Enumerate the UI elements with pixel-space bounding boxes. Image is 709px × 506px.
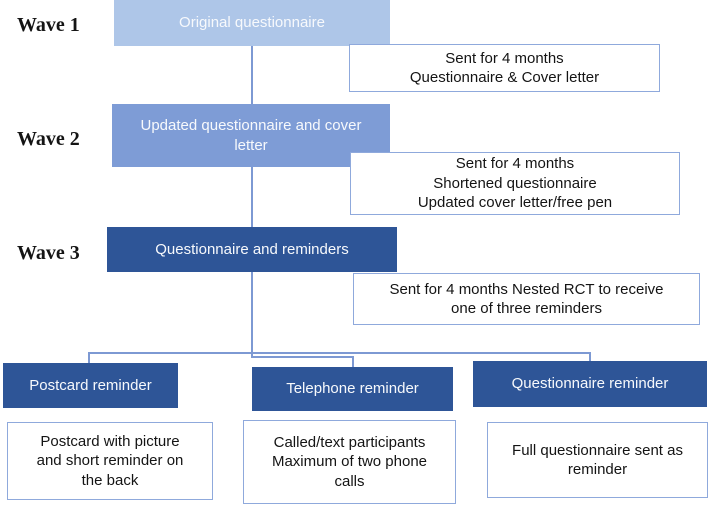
branch-telephone-node: Telephone reminder	[252, 367, 453, 411]
branch-questionnaire-node: Questionnaire reminder	[473, 361, 707, 407]
wave-2-note: Sent for 4 months Shortened questionnair…	[350, 152, 680, 215]
connector-wave1-to-wave2	[251, 46, 253, 104]
connector-drop-postcard	[88, 352, 90, 364]
branch-questionnaire-note: Full questionnaire sent as reminder	[487, 422, 708, 498]
wave-3-node: Questionnaire and reminders	[107, 227, 397, 272]
connector-drop-questionnaire	[589, 352, 591, 362]
connector-branch-horizontal	[88, 352, 591, 354]
wave-1-label: Wave 1	[17, 14, 80, 36]
branch-postcard-node: Postcard reminder	[3, 363, 178, 408]
connector-wave3-to-branches	[251, 272, 253, 358]
connector-telephone-horizontal	[251, 356, 354, 358]
branch-postcard-note: Postcard with picture and short reminder…	[7, 422, 213, 500]
wave-3-note: Sent for 4 months Nested RCT to receive …	[353, 273, 700, 325]
connector-drop-telephone	[352, 356, 354, 368]
branch-telephone-note: Called/text participants Maximum of two …	[243, 420, 456, 504]
wave-1-node: Original questionnaire	[114, 0, 390, 46]
wave-3-label: Wave 3	[17, 242, 80, 264]
wave-1-note: Sent for 4 months Questionnaire & Cover …	[349, 44, 660, 92]
connector-wave2-to-wave3	[251, 167, 253, 227]
wave-2-node: Updated questionnaire and cover letter	[112, 104, 390, 167]
wave-2-label: Wave 2	[17, 128, 80, 150]
